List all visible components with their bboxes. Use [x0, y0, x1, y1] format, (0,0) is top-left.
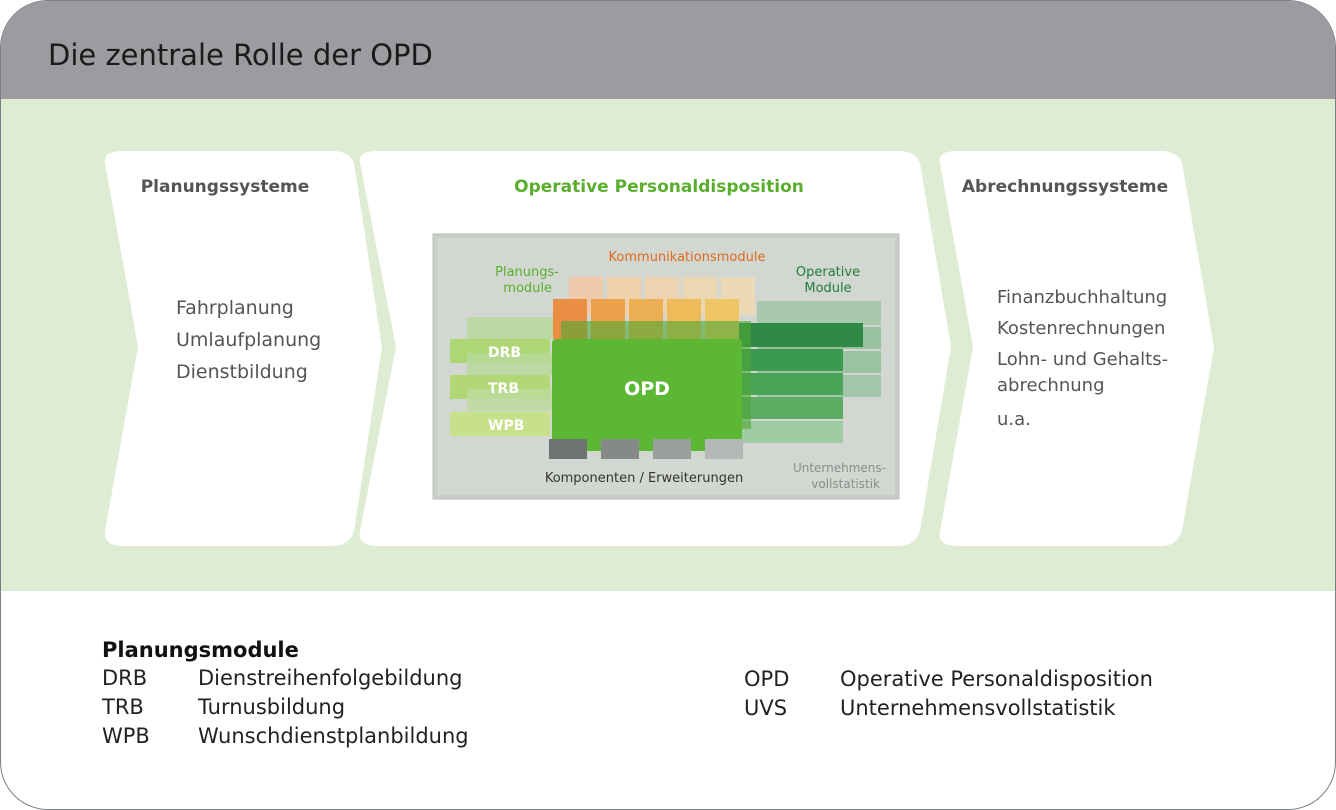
planning-label-line1: Planungs-: [495, 265, 559, 280]
components-label: Komponenten / Erweiterungen: [545, 471, 743, 486]
legend-row: UVS Unternehmensvollstatistik: [744, 694, 1153, 723]
operative-label-line2: Module: [804, 281, 851, 296]
chevron-billing: [939, 151, 1214, 546]
component-modules: [549, 439, 743, 459]
legend-text: Dienstreihenfolgebildung: [198, 666, 463, 690]
legend-abbr: TRB: [102, 695, 144, 719]
legend-abbr: OPD: [744, 667, 790, 691]
page-title: Die zentrale Rolle der OPD: [48, 38, 433, 72]
legend-text: Turnusbildung: [198, 695, 346, 719]
legend-row: DRB Dienstreihenfolgebildung: [102, 664, 469, 693]
opd-core: [552, 339, 742, 451]
process-diagram: Planungssysteme Fahrplanung Umlaufplanun…: [104, 151, 1214, 546]
operative-label-line1: Operative: [796, 265, 860, 280]
legend-text: Unternehmensvollstatistik: [840, 696, 1116, 720]
opd-core-label: OPD: [624, 378, 670, 400]
legend-text: Operative Personaldisposition: [840, 667, 1153, 691]
legend-heading: Planungsmodule: [102, 638, 299, 662]
billing-title: Abrechnungssysteme: [962, 177, 1168, 197]
legend-right: OPD Operative Personaldisposition UVS Unte…: [744, 665, 1153, 723]
billing-item: Finanzbuchhaltung: [997, 287, 1167, 308]
block-drb: DRB: [488, 345, 521, 361]
block-trb: TRB: [488, 381, 519, 397]
billing-item: abrechnung: [997, 375, 1105, 396]
legend-abbr: WPB: [102, 724, 150, 748]
chevron-planning: [104, 151, 383, 546]
billing-item: u.a.: [997, 409, 1031, 430]
legend-row: OPD Operative Personaldisposition: [744, 665, 1153, 694]
legend-abbr: DRB: [102, 666, 148, 690]
opd-title: Operative Personaldisposition: [514, 177, 804, 197]
planning-item: Dienstbildung: [176, 361, 308, 383]
operative-modules: [739, 301, 881, 443]
header-bar: Die zentrale Rolle der OPD: [1, 1, 1335, 99]
planning-item: Fahrplanung: [176, 297, 294, 319]
comm-label: Kommunikationsmodule: [609, 250, 766, 265]
uvs-label-line1: Unternehmens-: [793, 461, 886, 475]
legend-row: WPB Wunschdienstplanbildung: [102, 722, 469, 751]
legend-left: Planungsmodule DRB Dienstreihenfolgebildu…: [102, 638, 469, 751]
block-wpb: WPB: [488, 418, 524, 434]
planning-modules: [450, 317, 553, 436]
legend-row: TRB Turnusbildung: [102, 693, 469, 722]
planning-title: Planungssysteme: [141, 177, 310, 197]
uvs-label-line2: vollstatistik: [811, 477, 880, 491]
planning-item: Umlaufplanung: [176, 329, 321, 351]
legend-text: Wunschdienstplanbildung: [198, 724, 469, 748]
billing-item: Kostenrechnungen: [997, 318, 1165, 339]
billing-item: Lohn- und Gehalts-: [997, 349, 1168, 370]
planning-label-line2: module: [503, 281, 552, 296]
legend-abbr: UVS: [744, 696, 788, 720]
